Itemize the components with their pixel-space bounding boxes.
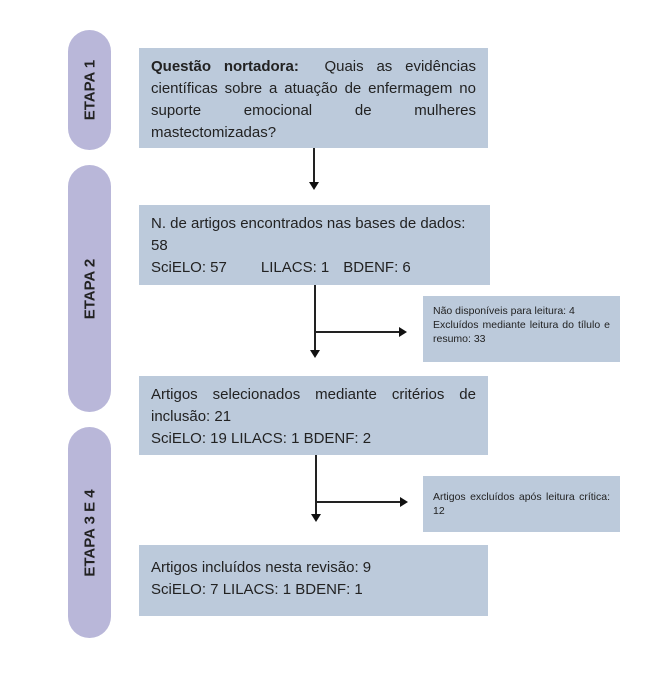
- included-text: Artigos incluídos nesta revisão: 9: [151, 559, 372, 576]
- question-text: Quais as evidências científicas sobre a …: [151, 58, 476, 141]
- selected-counts: SciELO: 19 LILACS: 1 BDENF: 2: [151, 430, 372, 447]
- connector: [314, 285, 316, 351]
- included-articles-box: Artigos incluídos nesta revisão: 9 SciEL…: [139, 545, 488, 616]
- articles-found-box: N. de artigos encontrados nas bases de d…: [139, 205, 490, 285]
- connector: [315, 501, 401, 503]
- articles-found-text: N. de artigos encontrados nas bases de d…: [151, 215, 466, 254]
- excluded-critical-text: Artigos excluídos após leitura crítica: …: [433, 491, 610, 517]
- stage-text: ETAPA 2: [81, 258, 98, 319]
- arrow-down-icon: [311, 514, 321, 522]
- arrow-right-icon: [400, 497, 408, 507]
- connector: [314, 331, 400, 333]
- arrow-right-icon: [399, 327, 407, 337]
- unavailable-text: Não disponíveis para leitura: 4: [433, 305, 575, 317]
- stage-2-label: ETAPA 2: [68, 165, 111, 412]
- stage-3-4-label: ETAPA 3 E 4: [68, 427, 111, 638]
- selected-articles-box: Artigos selecionados mediante critérios …: [139, 376, 488, 455]
- question-label: Questão nortadora:: [151, 58, 299, 75]
- excluded-title-abstract-text: Excluídos mediante leitura do tílulo e r…: [433, 319, 610, 345]
- connector: [313, 148, 315, 182]
- stage-text: ETAPA 1: [81, 59, 98, 121]
- included-counts: SciELO: 7 LILACS: 1 BDENF: 1: [151, 581, 363, 598]
- guiding-question-box: Questão nortadora: Quais as evidências c…: [139, 48, 488, 148]
- excluded-box-1: Não disponíveis para leitura: 4 Excluído…: [423, 296, 620, 362]
- arrow-down-icon: [310, 350, 320, 358]
- selected-text: Artigos selecionados mediante critérios …: [151, 386, 476, 425]
- arrow-down-icon: [309, 182, 319, 190]
- connector: [315, 455, 317, 515]
- stage-1-label: ETAPA 1: [68, 30, 111, 150]
- excluded-box-2: Artigos excluídos após leitura crítica: …: [423, 476, 620, 532]
- lilacs-count: LILACS: 1: [260, 259, 330, 276]
- bdenf-count: BDENF: 6: [343, 259, 411, 276]
- scielo-count: SciELO: 57: [151, 259, 227, 276]
- stage-text: ETAPA 3 E 4: [81, 488, 98, 577]
